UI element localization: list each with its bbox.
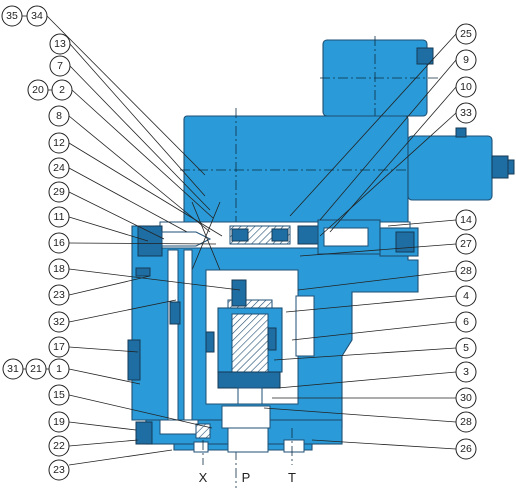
callout-5: 5 <box>463 342 469 354</box>
callout-25: 25 <box>460 28 472 40</box>
callout-21: 21 <box>30 363 42 375</box>
callouts-right: 25 9 10 33 14 27 28 4 6 5 3 30 28 26 <box>455 23 477 460</box>
callout-3: 3 <box>463 366 469 378</box>
left-plug <box>137 225 163 257</box>
callout-16: 16 <box>53 237 65 249</box>
port-labels: X P T <box>199 470 296 485</box>
callout-1: 1 <box>56 363 62 375</box>
callout-26: 26 <box>460 443 472 455</box>
callouts-left: 35 34 13 7 20 2 8 12 24 29 11 16 18 23 3… <box>1 5 73 481</box>
callout-23-lower: 23 <box>53 464 65 476</box>
callout-32: 32 <box>53 316 65 328</box>
callout-14: 14 <box>460 214 472 226</box>
port-p-bore <box>227 427 269 453</box>
callout-29: 29 <box>53 186 65 198</box>
callout-20: 20 <box>32 84 44 96</box>
pilot-actuator <box>407 135 493 201</box>
callout-30: 30 <box>460 392 472 404</box>
port-label-p: P <box>242 470 251 485</box>
callout-18: 18 <box>53 263 65 275</box>
callout-12: 12 <box>53 137 65 149</box>
callout-13: 13 <box>54 38 66 50</box>
callout-35: 35 <box>6 10 18 22</box>
connector-gland <box>416 47 434 65</box>
callout-7: 7 <box>57 60 63 72</box>
callout-11: 11 <box>54 211 65 223</box>
manual-override <box>491 155 509 179</box>
callout-33: 33 <box>460 107 472 119</box>
callout-24: 24 <box>53 162 65 174</box>
port-label-x: X <box>199 470 208 485</box>
callout-4: 4 <box>463 290 469 302</box>
callout-23-upper: 23 <box>53 289 65 301</box>
callout-6: 6 <box>463 316 469 328</box>
callout-2: 2 <box>59 84 65 96</box>
callout-9: 9 <box>463 54 469 66</box>
callout-15: 15 <box>53 389 65 401</box>
leader-lines <box>46 15 457 466</box>
callout-10: 10 <box>460 81 472 93</box>
port-x-bore <box>193 441 209 453</box>
callout-28-lower: 28 <box>460 416 472 428</box>
callout-8: 8 <box>56 110 62 122</box>
callout-19: 19 <box>53 416 65 428</box>
callout-27: 27 <box>460 238 472 250</box>
callout-34: 34 <box>31 10 43 22</box>
port-t-bore <box>283 439 305 453</box>
callout-17: 17 <box>53 341 65 353</box>
callout-28-upper: 28 <box>460 265 472 277</box>
callout-31: 31 <box>7 363 19 375</box>
callout-22: 22 <box>53 440 65 452</box>
port-label-t: T <box>288 470 296 485</box>
side-plug <box>127 339 141 381</box>
valve-body-group <box>127 36 516 488</box>
